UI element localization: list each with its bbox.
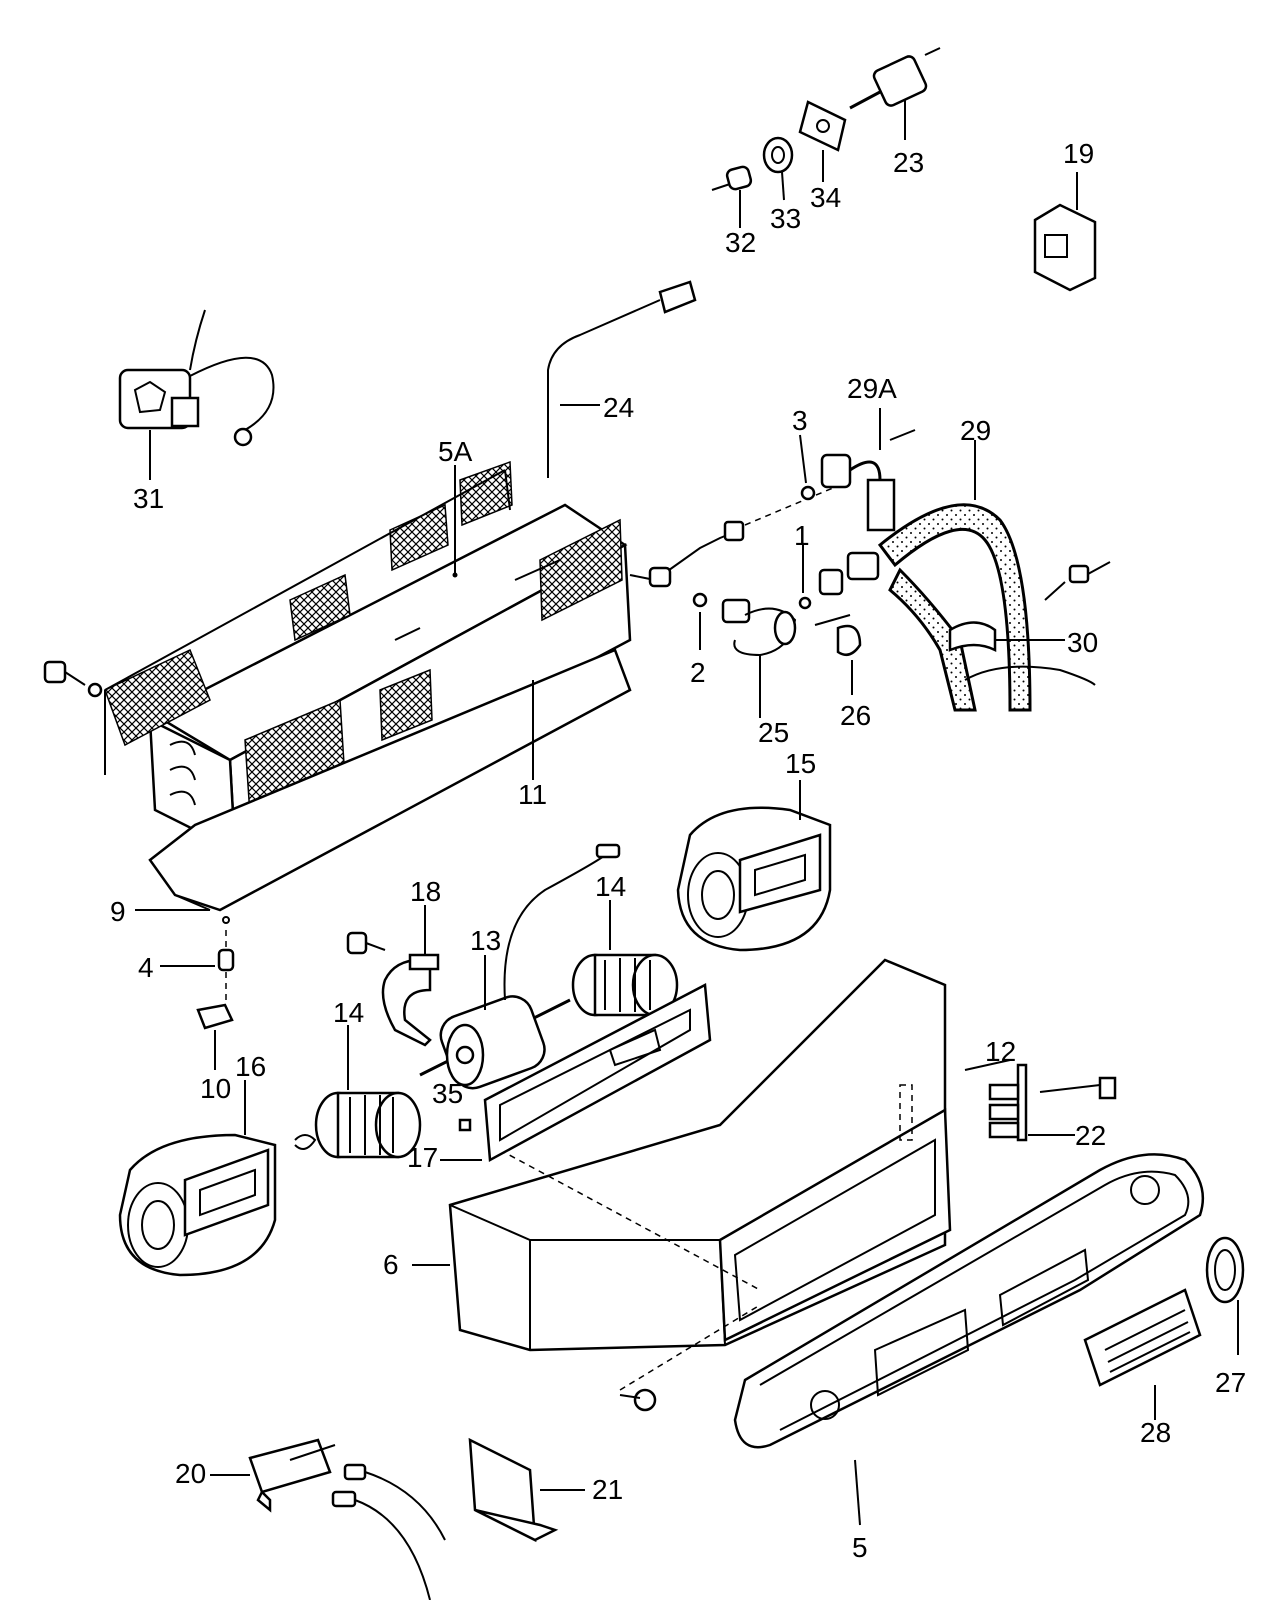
- plate-34: [798, 100, 847, 182]
- callout-33: 33: [770, 203, 801, 234]
- callout-labels: 23 19 32 33 34 31 24 5A 29A 3 29 1 30 2 …: [110, 138, 1246, 1563]
- callout-10: 10: [200, 1073, 231, 1104]
- blower-wheel-14-upper: [571, 900, 679, 1017]
- callout-30: 30: [1067, 627, 1098, 658]
- callout-21: 21: [592, 1474, 623, 1505]
- callout-14-lower: 14: [333, 997, 364, 1028]
- callout-24: 24: [603, 392, 634, 423]
- refrigerant-lines: [629, 408, 1111, 718]
- drain-valve-4: [160, 930, 235, 1000]
- vent-28: [1083, 1288, 1202, 1420]
- blower-motor-13: [419, 843, 621, 1090]
- switch-20: [210, 1438, 446, 1600]
- callout-16: 16: [235, 1051, 266, 1082]
- callout-11: 11: [518, 779, 547, 810]
- callout-28: 28: [1140, 1417, 1171, 1448]
- relay-19: [1033, 172, 1097, 292]
- hose-10: [196, 1003, 234, 1070]
- callout-15: 15: [785, 748, 816, 779]
- callout-19: 19: [1063, 138, 1094, 169]
- resistor-22: [964, 1059, 1117, 1142]
- evaporator-core: [43, 460, 632, 924]
- callout-9: 9: [110, 896, 126, 927]
- knob-27: [1205, 1236, 1245, 1355]
- blower-wheel-14-lower: [314, 1025, 422, 1159]
- callout-32: 32: [725, 227, 756, 258]
- callout-26: 26: [840, 700, 871, 731]
- callout-35: 35: [432, 1078, 463, 1109]
- callout-18: 18: [410, 876, 441, 907]
- knob-32: [711, 165, 753, 228]
- bezel-5: [733, 1153, 1205, 1526]
- callout-3: 3: [792, 405, 808, 436]
- callout-31: 31: [133, 483, 164, 514]
- callout-22: 22: [1075, 1120, 1106, 1151]
- callout-4: 4: [138, 952, 154, 983]
- callout-13: 13: [470, 925, 501, 956]
- blower-housing-15: [676, 780, 832, 952]
- callout-5: 5: [852, 1532, 868, 1563]
- housing-6: [412, 958, 952, 1412]
- wire-24: [547, 280, 697, 478]
- callout-14-upper: 14: [595, 871, 626, 902]
- switch-23: [849, 47, 941, 140]
- bracket-21: [468, 1437, 585, 1543]
- callout-20: 20: [175, 1458, 206, 1489]
- nut-33: [762, 136, 794, 201]
- callout-29A: 29A: [847, 373, 897, 404]
- callout-5A: 5A: [438, 436, 473, 467]
- callout-17: 17: [407, 1142, 438, 1173]
- callout-29: 29: [960, 415, 991, 446]
- callout-23: 23: [893, 147, 924, 178]
- callout-34: 34: [810, 182, 841, 213]
- callout-25: 25: [758, 717, 789, 748]
- duct-panel-17: [440, 983, 712, 1163]
- connector-31: [118, 309, 275, 480]
- callout-6: 6: [383, 1249, 399, 1280]
- callout-2: 2: [690, 657, 706, 688]
- blower-housing-16: [118, 1080, 317, 1277]
- callout-12: 12: [985, 1036, 1016, 1067]
- callout-1: 1: [794, 520, 810, 551]
- callout-27: 27: [1215, 1367, 1246, 1398]
- bracket-18: [346, 905, 440, 1047]
